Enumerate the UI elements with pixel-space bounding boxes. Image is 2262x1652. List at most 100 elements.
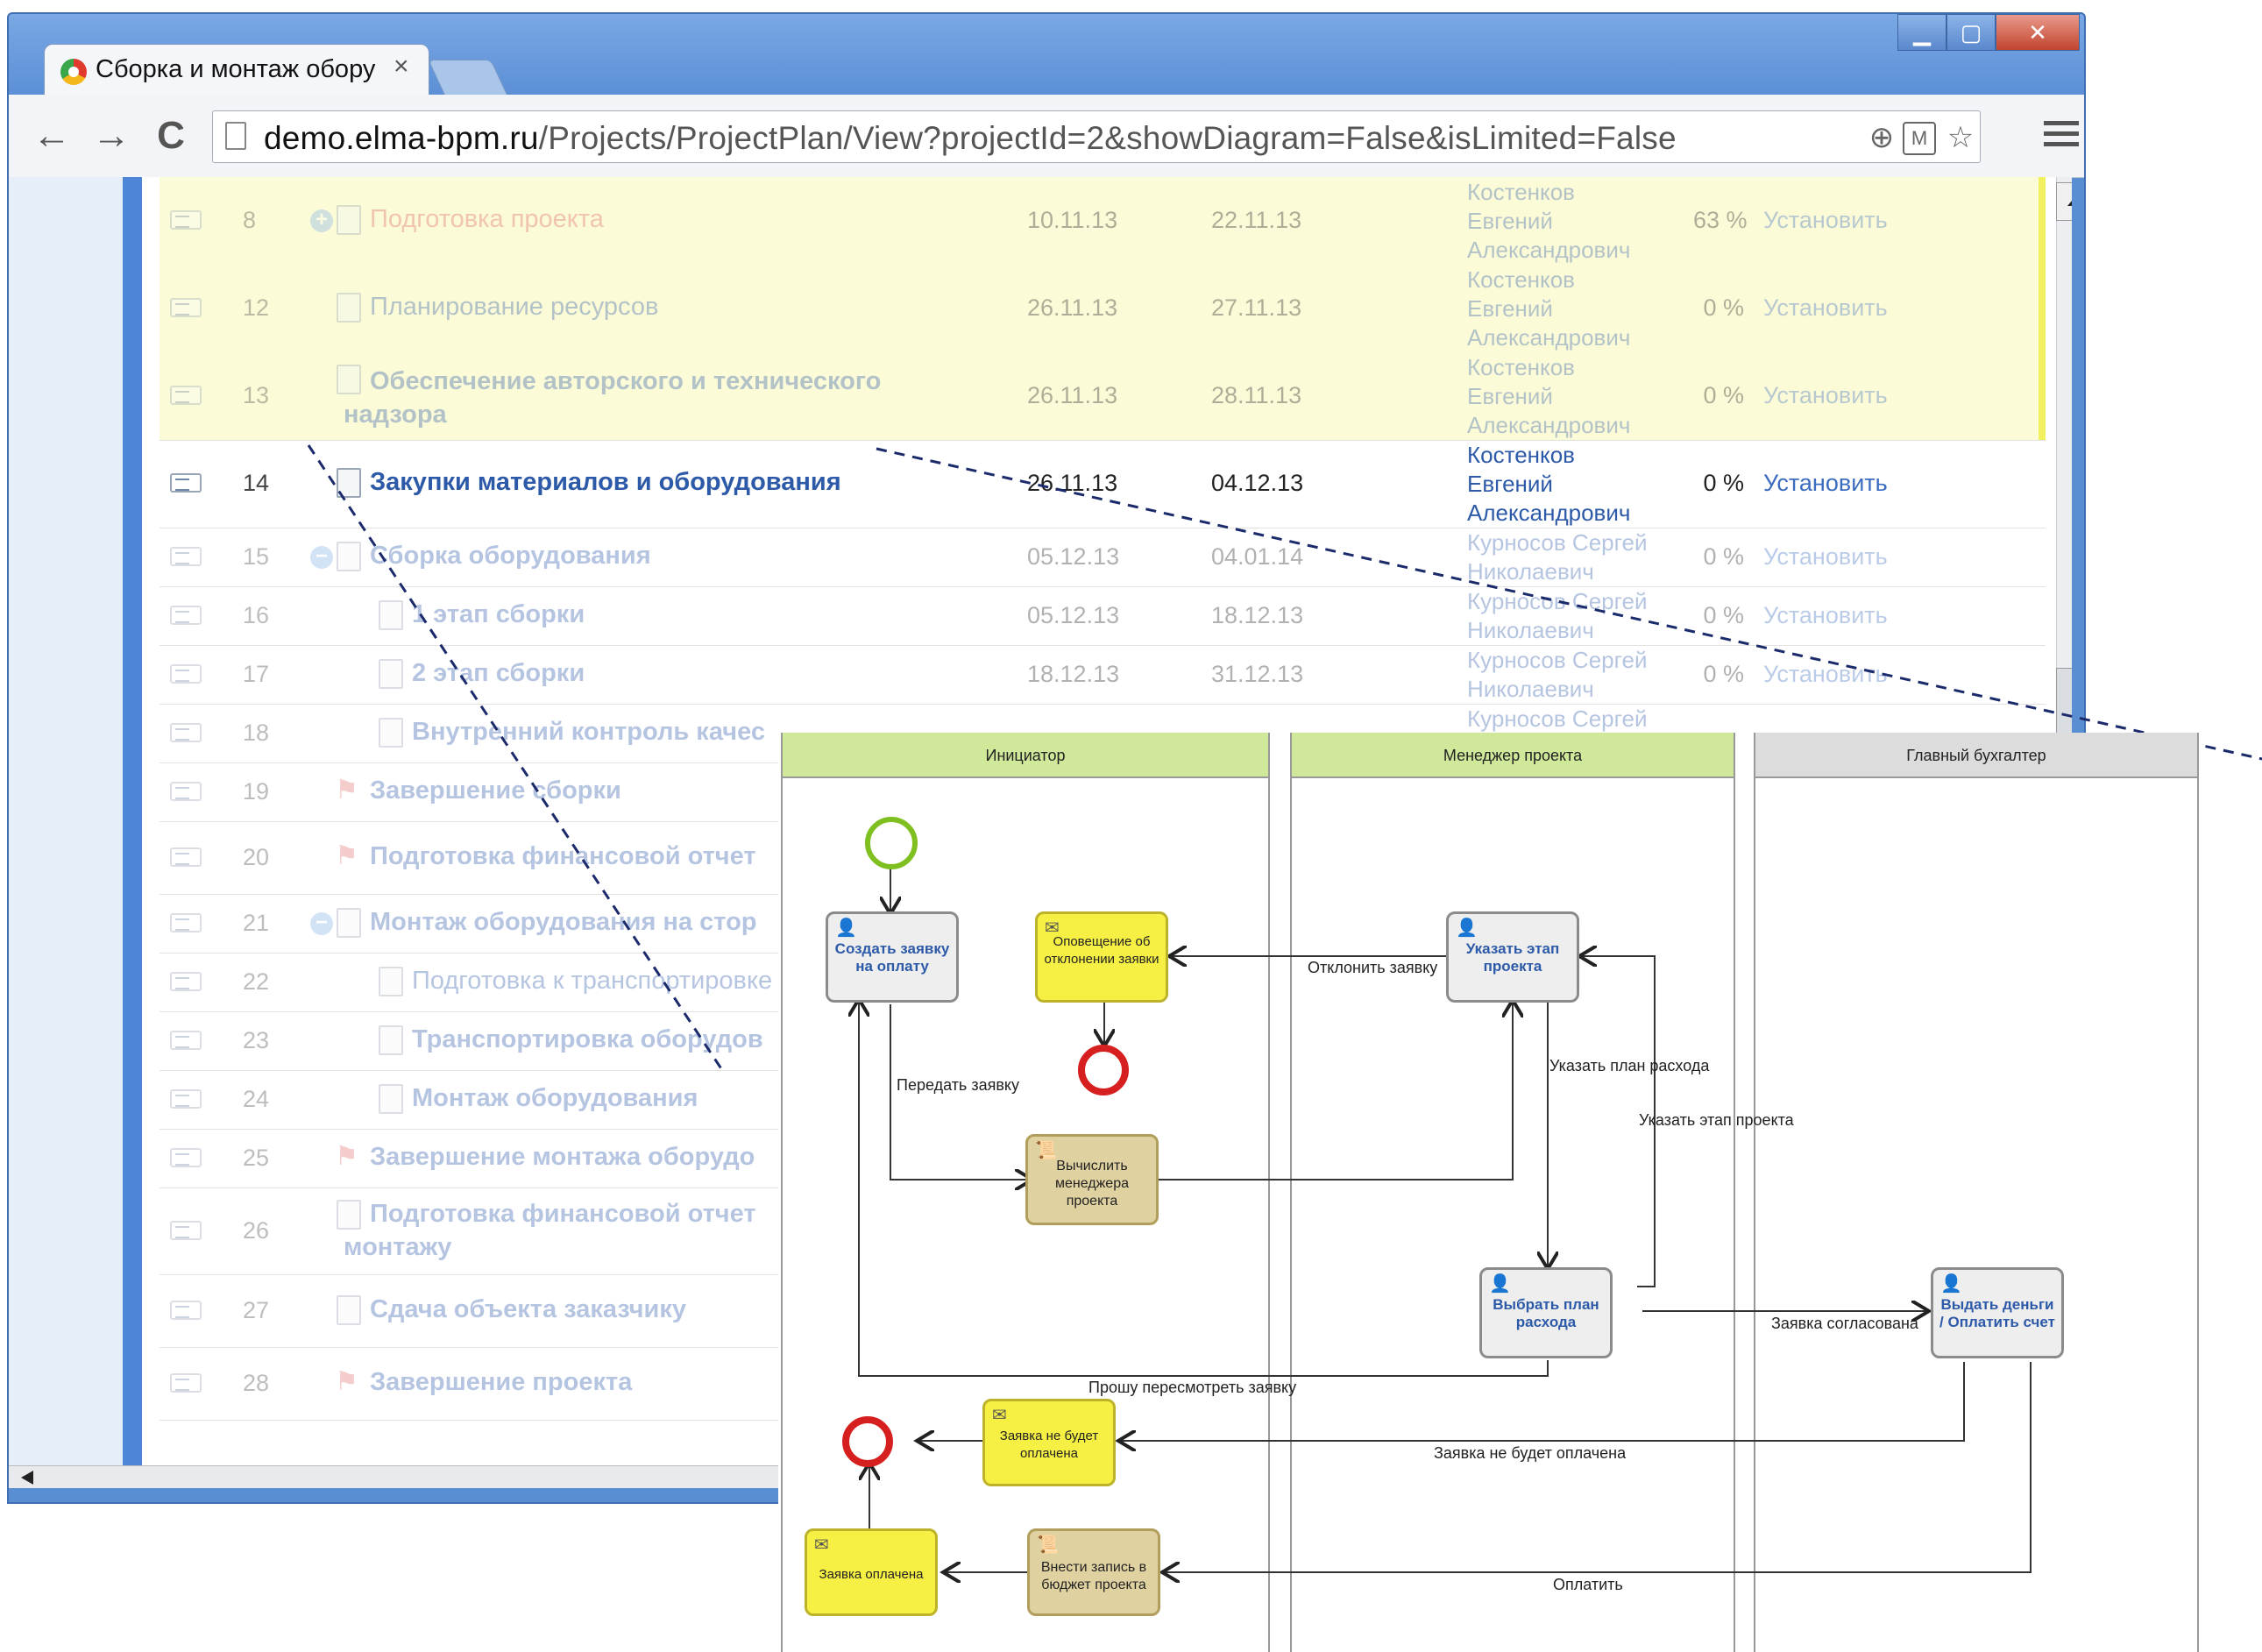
task-compute-manager[interactable]: 📜 Вычислить менеджера проекта [1025, 1134, 1159, 1225]
row-number: 14 [243, 470, 270, 496]
row-menu-icon[interactable] [170, 1147, 202, 1167]
task-name-link[interactable]: Планирование ресурсов [370, 293, 659, 321]
row-menu-icon[interactable] [170, 210, 202, 230]
task-name-link[interactable]: Завершение монтажа оборудо [370, 1142, 755, 1171]
url-text[interactable]: demo.elma-bpm.ru/Projects/ProjectPlan/Vi… [264, 120, 1677, 157]
new-tab-button[interactable] [428, 60, 508, 96]
set-progress-link[interactable]: Установить [1763, 660, 1888, 687]
set-progress-link[interactable]: Установить [1763, 207, 1888, 233]
extension-icon[interactable]: M [1903, 122, 1936, 155]
task-wont-pay[interactable]: ✉ Заявка не будет оплачена [982, 1399, 1116, 1486]
script-icon: 📜 [1035, 1141, 1057, 1160]
maximize-button[interactable]: ▢ [1946, 14, 1996, 51]
back-button[interactable]: ← [32, 114, 71, 157]
task-name-link[interactable]: 1 этап сборки [412, 599, 585, 628]
set-progress-link[interactable]: Установить [1763, 542, 1888, 570]
user-icon: 👤 [835, 918, 857, 938]
task-name-link[interactable]: Подготовка проекта [370, 205, 604, 233]
task-notify-reject[interactable]: ✉ Оповещение об отклонении заявки [1035, 911, 1168, 1003]
reload-button[interactable]: C [157, 114, 185, 157]
scroll-up-arrow-icon[interactable] [2056, 182, 2072, 221]
set-progress-link[interactable]: Установить [1763, 294, 1888, 321]
row-menu-icon[interactable] [170, 971, 202, 991]
row-menu-icon[interactable] [170, 1088, 202, 1109]
task-choose-plan[interactable]: 👤 Выбрать план расхода [1479, 1267, 1613, 1358]
assignee-link[interactable]: Костенков Евгений Александрович [1467, 441, 1631, 526]
task-set-stage[interactable]: 👤 Указать этап проекта [1446, 911, 1579, 1003]
row-menu-icon[interactable] [170, 1220, 202, 1240]
left-splitter[interactable] [123, 177, 142, 1488]
assignee-link[interactable]: Костенков Евгений Александрович [1467, 266, 1631, 351]
set-progress-link[interactable]: Установить [1763, 382, 1888, 408]
menu-icon[interactable] [2044, 121, 2079, 151]
assignee-link[interactable]: Курносов Сергей Николаевич [1467, 646, 1648, 702]
minimize-button[interactable]: ▁ [1897, 14, 1946, 51]
task-name-link[interactable]: Внутренний контроль качес [412, 717, 765, 746]
row-menu-icon[interactable] [170, 1372, 202, 1393]
lane-initiator: Инициатор [781, 733, 1270, 1652]
row-menu-icon[interactable] [170, 298, 202, 317]
row-menu-icon[interactable] [170, 722, 202, 742]
task-name-link[interactable]: Подготовка к транспортировке [412, 966, 773, 995]
row-menu-icon[interactable] [170, 663, 202, 684]
collapse-icon[interactable]: − [310, 545, 333, 569]
task-create-request[interactable]: 👤 Создать заявку на оплату [826, 911, 959, 1003]
collapse-icon[interactable]: − [310, 911, 333, 935]
task-name-link[interactable]: Завершение сборки [370, 776, 621, 805]
task-name-link[interactable]: Монтаж оборудования [412, 1083, 698, 1112]
tab-close-icon[interactable]: × [394, 52, 409, 81]
set-progress-link[interactable]: Установить [1763, 470, 1888, 496]
task-label: Указать этап проекта [1465, 940, 1560, 975]
task-pay[interactable]: 👤 Выдать деньги / Оплатить счет [1931, 1267, 2064, 1358]
scroll-left-arrow-icon[interactable] [9, 1466, 44, 1488]
row-menu-icon[interactable] [170, 473, 202, 493]
address-bar[interactable]: demo.elma-bpm.ru/Projects/ProjectPlan/Vi… [212, 110, 1981, 163]
progress-percent: 0 % [1703, 601, 1744, 628]
task-name-link[interactable]: Транспортировка оборудов [412, 1025, 763, 1053]
end-event[interactable] [1078, 1045, 1129, 1095]
task-budget-record[interactable]: 📜 Внести запись в бюджет проекта [1027, 1528, 1160, 1616]
task-name-continued[interactable]: монтажу [344, 1233, 452, 1261]
row-menu-icon[interactable] [170, 781, 202, 801]
assignee-link[interactable]: Курносов Сергей Николаевич [1467, 528, 1648, 585]
set-progress-link[interactable]: Установить [1763, 601, 1888, 628]
assignee-link[interactable]: Костенков Евгений Александрович [1467, 178, 1631, 263]
assignee-link[interactable]: Курносов Сергей [1467, 705, 1648, 732]
task-name-link[interactable]: 2 этап сборки [412, 658, 585, 687]
task-name-link[interactable]: Подготовка финансовой отчет [370, 841, 756, 870]
task-name-link[interactable]: Подготовка финансовой отчет [370, 1200, 756, 1228]
row-menu-icon[interactable] [170, 912, 202, 932]
task-name-link[interactable]: Сдача объекта заказчику [370, 1294, 686, 1323]
row-menu-icon[interactable] [170, 605, 202, 625]
assignee-link[interactable]: Курносов Сергей Николаевич [1467, 587, 1648, 643]
task-name-link[interactable]: Закупки материалов и оборудования [370, 468, 841, 496]
end-event[interactable] [842, 1416, 893, 1467]
task-name-link[interactable]: Сборка оборудования [370, 541, 651, 570]
start-event[interactable] [865, 817, 918, 869]
row-menu-icon[interactable] [170, 386, 202, 405]
browser-tab[interactable]: Сборка и монтаж обору × [44, 44, 429, 100]
task-paid[interactable]: ✉ Заявка оплачена [805, 1528, 938, 1616]
assignee-link[interactable]: Костенков Евгений Александрович [1467, 353, 1631, 438]
expand-icon[interactable]: + [310, 209, 333, 232]
bookmark-star-icon[interactable]: ☆ [1946, 121, 1975, 154]
task-name-link[interactable]: Обеспечение авторского и технического на… [344, 365, 904, 431]
row-menu-icon[interactable] [170, 1030, 202, 1050]
task-name-link[interactable]: Монтаж оборудования на стор [370, 907, 757, 936]
task-name-link[interactable]: Завершение проекта [370, 1367, 633, 1396]
row-menu-icon[interactable] [170, 847, 202, 867]
row-menu-icon[interactable] [170, 1300, 202, 1320]
close-window-button[interactable]: ✕ [1996, 14, 2080, 51]
forward-button[interactable]: → [92, 114, 131, 157]
process-diagram: Инициатор Менеджер проекта Главный бухга… [778, 733, 2202, 1652]
row-menu-icon[interactable] [170, 546, 202, 566]
zoom-icon[interactable]: ⊕ [1868, 121, 1895, 154]
